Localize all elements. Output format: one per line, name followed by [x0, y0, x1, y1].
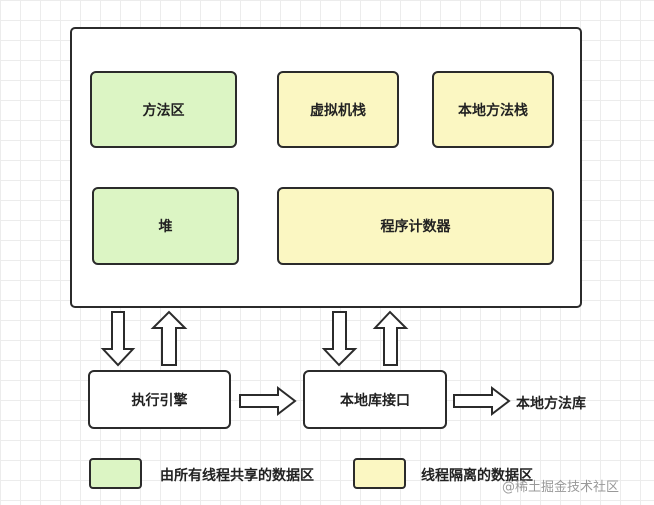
vm-stack-box: 虚拟机栈	[277, 71, 399, 148]
legend-shared-label: 由所有线程共享的数据区	[160, 468, 314, 484]
program-counter-box: 程序计数器	[277, 187, 554, 265]
vm-stack-label: 虚拟机栈	[310, 102, 366, 119]
up-arrow-engine	[150, 310, 188, 366]
right-arrow-interface-to-library	[453, 385, 511, 417]
native-library-label: 本地方法库	[516, 396, 586, 412]
down-arrow-interface	[321, 311, 358, 367]
native-interface-label: 本地库接口	[340, 392, 410, 409]
heap-label: 堆	[158, 219, 173, 235]
legend-isolated-label: 线程隔离的数据区	[421, 468, 533, 484]
native-method-stack-box: 本地方法栈	[432, 71, 554, 148]
watermark-text: @稀土掘金技术社区	[502, 480, 620, 495]
up-arrow-interface	[372, 310, 409, 366]
execution-engine-box: 执行引擎	[88, 370, 231, 429]
down-arrow-engine	[100, 311, 136, 367]
execution-engine-label: 执行引擎	[131, 392, 188, 409]
legend-shared-swatch	[89, 458, 142, 489]
native-method-stack-label: 本地方法栈	[458, 102, 528, 119]
native-interface-box: 本地库接口	[303, 370, 447, 429]
legend-isolated-swatch	[353, 458, 406, 489]
heap-box: 堆	[92, 187, 239, 265]
method-area-label: 方法区	[142, 102, 185, 119]
method-area-box: 方法区	[90, 71, 237, 148]
program-counter-label: 程序计数器	[380, 219, 451, 235]
right-arrow-engine-to-interface	[239, 385, 297, 417]
